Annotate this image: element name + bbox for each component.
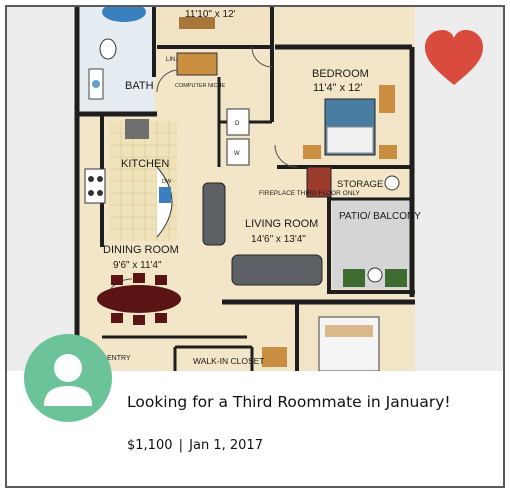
armchair-sofa (202, 182, 226, 246)
floor-plan-drawing: 11'10" x 12' BATH LIN. COMPUTER NICHE BE… (74, 7, 421, 371)
storage-symbol (384, 175, 400, 191)
label-dining-dims: 9'6" x 11'4" (113, 260, 162, 271)
user-avatar[interactable] (24, 334, 112, 422)
bottom-bed-pillows (325, 325, 373, 337)
listing-title[interactable]: Looking for a Third Roommate in January! (127, 393, 451, 411)
bed-sheet (326, 126, 374, 154)
listing-date: Jan 1, 2017 (189, 438, 263, 453)
toilet (99, 38, 117, 60)
refrigerator (125, 119, 149, 139)
label-computer-niche: COMPUTER NICHE (175, 83, 225, 89)
label-bath: BATH (125, 80, 154, 92)
listing-price: $1,100 (127, 438, 173, 453)
label-fireplace: FIREPLACE THIRD FLOOR ONLY (259, 190, 361, 197)
patio-chair-right (385, 269, 407, 287)
patio-chair-left (343, 269, 365, 287)
label-storage: STORAGE (337, 179, 383, 190)
dining-table (97, 285, 181, 313)
bathtub (102, 7, 146, 22)
label-d: D (235, 121, 240, 127)
label-w: W (234, 151, 240, 157)
label-top-room-dims: 11'10" x 12' (185, 9, 236, 20)
nightstand-left (303, 145, 321, 159)
walls (74, 7, 415, 371)
floor-plan-image: 11'10" x 12' BATH LIN. COMPUTER NICHE BE… (7, 7, 503, 371)
floor-plan-labels: 11'10" x 12' BATH LIN. COMPUTER NICHE BE… (103, 9, 421, 366)
fireplace (306, 166, 332, 198)
label-dining-room: DINING ROOM (103, 244, 179, 256)
stove (84, 168, 106, 204)
label-dw: DW (162, 179, 172, 185)
patio-table (367, 267, 383, 283)
bedroom-chair (379, 85, 395, 113)
nightstand-right (379, 145, 397, 159)
heart-icon[interactable] (423, 29, 485, 87)
kitchen-sink (159, 187, 171, 203)
label-lin: LIN. (166, 57, 177, 63)
dryer (226, 108, 250, 136)
bottom-dresser (262, 347, 287, 367)
meta-separator: | (178, 438, 184, 453)
label-kitchen: KITCHEN (121, 158, 169, 170)
dining-chairs (111, 273, 167, 325)
top-bedroom-dresser (179, 17, 215, 29)
computer-desk (176, 52, 218, 76)
listing-meta: $1,100 | Jan 1, 2017 (127, 438, 263, 453)
label-living-dims: 14'6" x 13'4" (251, 234, 306, 245)
washer (226, 138, 250, 166)
sofa (231, 254, 323, 286)
label-walk-in-closet: WALK-IN CLOSET (193, 356, 264, 366)
label-patio: PATIO/ BALCONY (339, 211, 421, 222)
label-bedroom: BEDROOM (312, 68, 369, 80)
sink-basin (92, 80, 100, 88)
label-entry: ENTRY (107, 355, 131, 362)
label-living-room: LIVING ROOM (245, 218, 318, 230)
user-avatar-icon (44, 354, 92, 406)
label-bedroom-dims: 11'4" x 12' (313, 82, 363, 94)
listing-card[interactable]: 11'10" x 12' BATH LIN. COMPUTER NICHE BE… (5, 5, 505, 488)
